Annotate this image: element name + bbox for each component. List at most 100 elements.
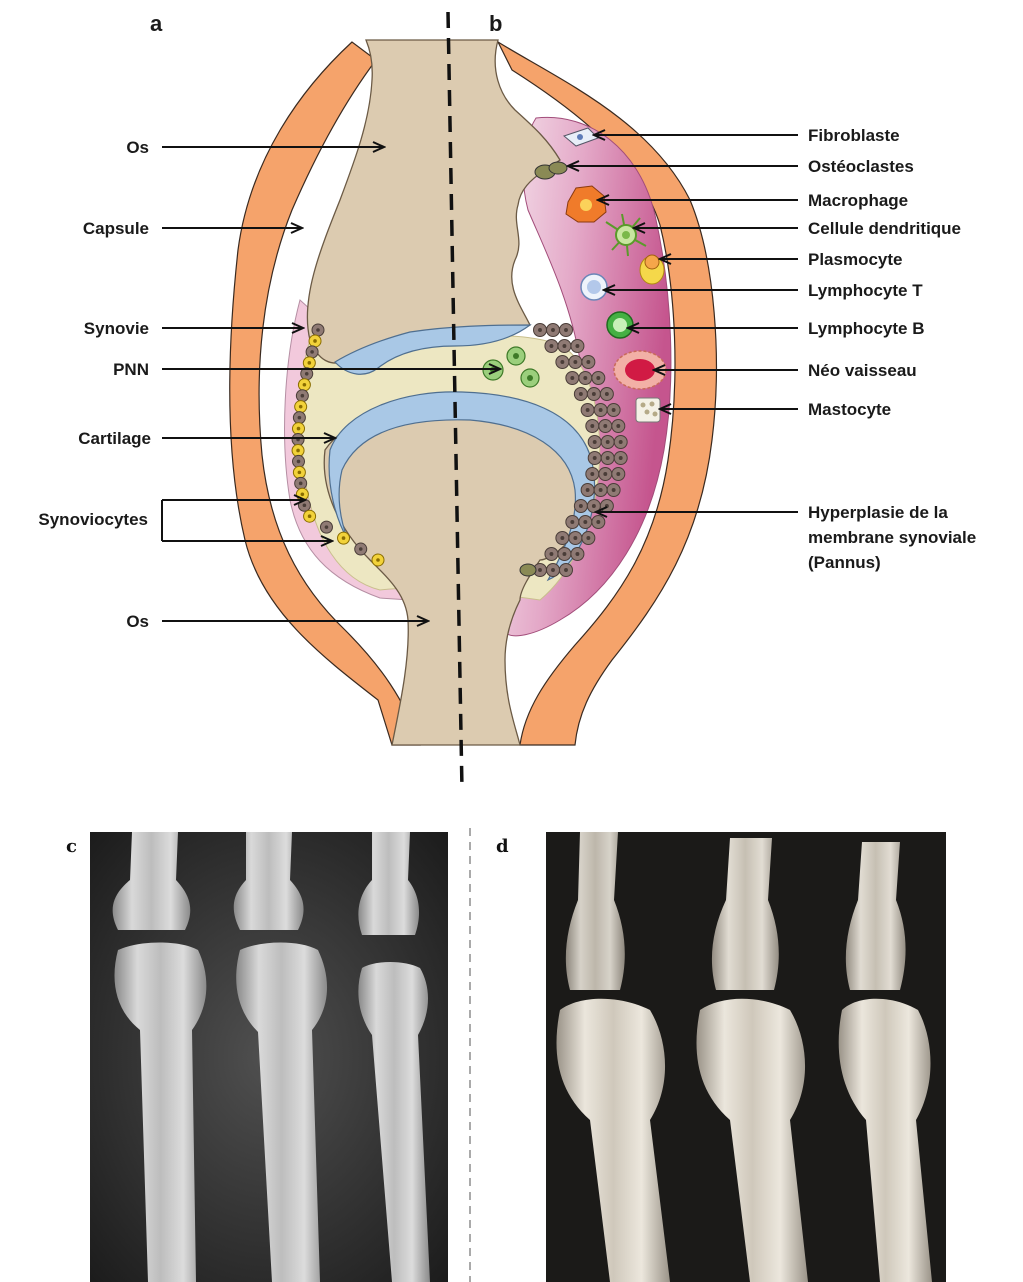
pannus-cell-nucleus [562, 552, 566, 556]
pannus-cell-nucleus [583, 376, 587, 380]
label-hyperplasie-3: (Pannus) [808, 553, 881, 572]
label-hyperplasie-1: Hyperplasie de la [808, 503, 948, 522]
pannus-cell-nucleus [616, 424, 620, 428]
pannus-cell-nucleus [592, 392, 596, 396]
synoviocyte-yellow-nucleus [299, 405, 303, 409]
xray-normal: c [66, 832, 448, 1282]
synoviocyte-yellow-nucleus [301, 492, 305, 496]
pannus-cell-nucleus [575, 344, 579, 348]
pannus-cell-nucleus [583, 520, 587, 524]
synoviocyte-yellow-nucleus [308, 514, 312, 518]
label-plasmocyte: Plasmocyte [808, 250, 903, 269]
pannus-cell-nucleus [606, 440, 610, 444]
pannus-cell-nucleus [551, 568, 555, 572]
pannus-cell-nucleus [586, 488, 590, 492]
label-lymphocyte-b: Lymphocyte B [808, 319, 925, 338]
synoviocyte-yellow-nucleus [298, 471, 302, 475]
bracket-synoviocytes [162, 500, 180, 541]
pannus-cell-nucleus [599, 488, 603, 492]
pannus-cell-nucleus [592, 504, 596, 508]
pannus-cell-nucleus [605, 392, 609, 396]
label-pnn: PNN [113, 360, 149, 379]
pannus-cell-nucleus [586, 408, 590, 412]
pannus-cell-nucleus [606, 456, 610, 460]
pannus-cell-nucleus [570, 376, 574, 380]
pannus-cell-nucleus [560, 360, 564, 364]
synoviocyte-yellow-nucleus [303, 383, 307, 387]
label-os-bottom: Os [126, 612, 149, 631]
label-os-top: Os [126, 138, 149, 157]
label-capsule: Capsule [83, 219, 149, 238]
pannus-cell-nucleus [596, 376, 600, 380]
panel-label-d: d [496, 836, 509, 857]
pannus-cell-nucleus [612, 488, 616, 492]
label-cartilage: Cartilage [78, 429, 151, 448]
pannus-cell-nucleus [590, 424, 594, 428]
pannus-cell-nucleus [573, 360, 577, 364]
synoviocyte-yellow-nucleus [376, 558, 380, 562]
pannus-cell-nucleus [538, 328, 542, 332]
synoviocyte-dark-nucleus [303, 503, 307, 507]
pannus-cell-nucleus [570, 520, 574, 524]
synoviocyte-yellow-nucleus [296, 449, 300, 453]
label-fibroblaste: Fibroblaste [808, 126, 900, 145]
synoviocyte-yellow-nucleus [297, 427, 301, 431]
pannus-cell-nucleus [551, 328, 555, 332]
pannus-cell-nucleus [549, 552, 553, 556]
pannus-cell-nucleus [599, 408, 603, 412]
pannus-cell-nucleus [573, 536, 577, 540]
pannus-cell-nucleus [586, 536, 590, 540]
xray-arthritis: d [496, 832, 946, 1282]
synoviocyte-dark-nucleus [298, 416, 302, 420]
synoviocyte-dark-nucleus [299, 482, 303, 486]
pannus-cell-nucleus [603, 424, 607, 428]
pannus-cell-nucleus [593, 440, 597, 444]
t-lymphocyte-cell [581, 274, 607, 300]
label-mastocyte: Mastocyte [808, 400, 891, 419]
synoviocyte-dark-nucleus [301, 394, 305, 398]
pannus-cell-nucleus [538, 568, 542, 572]
synoviocyte-dark-nucleus [305, 372, 309, 376]
pannus-cell-nucleus [603, 472, 607, 476]
synoviocyte-yellow-nucleus [308, 361, 312, 365]
pannus-cell-nucleus [560, 536, 564, 540]
pannus-cell-nucleus [612, 408, 616, 412]
label-neo-vaisseau: Néo vaisseau [808, 361, 917, 380]
label-hyperplasie-2: membrane synoviale [808, 528, 976, 547]
label-osteoclastes: Ostéoclastes [808, 157, 914, 176]
label-lymphocyte-t: Lymphocyte T [808, 281, 923, 300]
pannus-cell-nucleus [586, 360, 590, 364]
synoviocyte-yellow-nucleus [342, 536, 346, 540]
mast-cell [636, 398, 660, 422]
pannus-cell-nucleus [619, 440, 623, 444]
panel-label-a: a [150, 11, 163, 36]
pannus-cell-nucleus [596, 520, 600, 524]
label-synovie: Synovie [84, 319, 149, 338]
pannus-cell-nucleus [616, 472, 620, 476]
synoviocyte-dark-nucleus [359, 547, 363, 551]
label-macrophage: Macrophage [808, 191, 908, 210]
pannus-cell-nucleus [564, 568, 568, 572]
pannus-cell-nucleus [564, 328, 568, 332]
panel-label-b: b [489, 11, 502, 36]
pannus-cell-nucleus [549, 344, 553, 348]
synoviocyte-dark-nucleus [310, 350, 314, 354]
synoviocyte-dark-nucleus [316, 328, 320, 332]
b-lymphocyte-cell [607, 312, 633, 338]
synoviocyte-dark-nucleus [297, 460, 301, 464]
label-synoviocytes: Synoviocytes [38, 510, 148, 529]
pannus-cell-nucleus [579, 504, 583, 508]
pannus-cell-nucleus [605, 504, 609, 508]
pannus-cell-nucleus [575, 552, 579, 556]
label-cellule-dendritique: Cellule dendritique [808, 219, 961, 238]
pannus-cell-nucleus [579, 392, 583, 396]
synoviocyte-dark-nucleus [325, 525, 329, 529]
panel-label-c: c [66, 836, 77, 857]
joint-schematic [230, 12, 717, 790]
pannus-cell-nucleus [590, 472, 594, 476]
pannus-cell-nucleus [562, 344, 566, 348]
pannus-cell-nucleus [619, 456, 623, 460]
pannus-cell-nucleus [593, 456, 597, 460]
